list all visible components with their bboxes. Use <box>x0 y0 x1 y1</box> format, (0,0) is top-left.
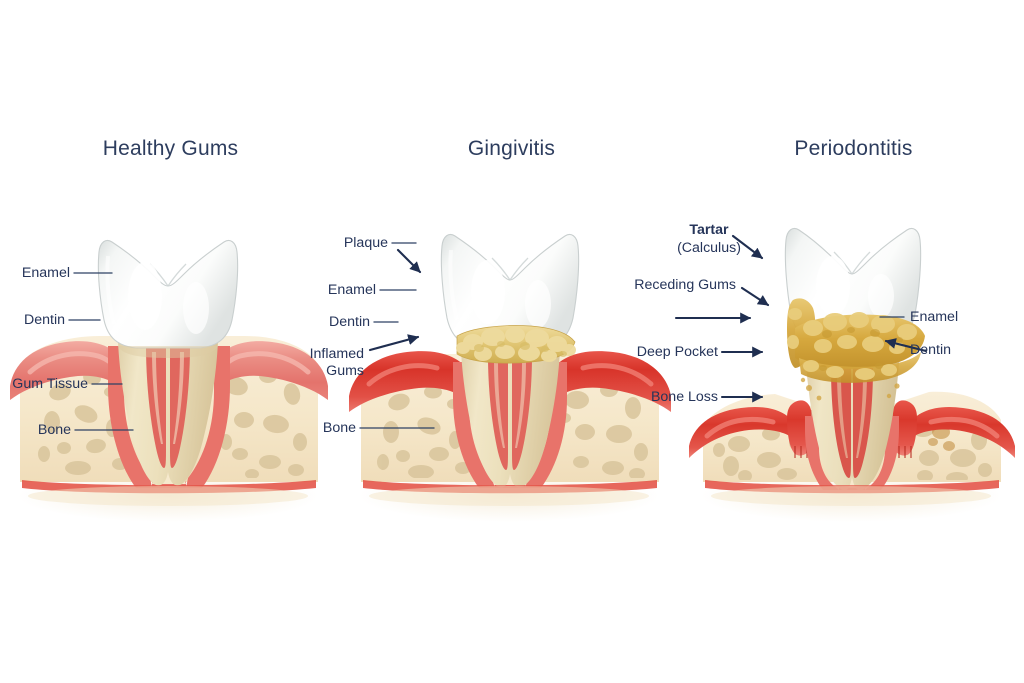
illustration-healthy-tooth <box>0 196 341 536</box>
panel-title-gingivitis: Gingivitis <box>467 137 556 160</box>
panel-healthy-gums: Healthy Gums <box>0 0 341 683</box>
panel-periodontitis: Periodontitis <box>683 0 1024 683</box>
panel-title-healthy: Healthy Gums <box>102 137 239 160</box>
panel-title-periodontitis: Periodontitis <box>794 137 913 160</box>
illustration-periodontitis-tooth <box>683 196 1024 536</box>
illustration-gingivitis-tooth <box>341 196 682 536</box>
panel-gingivitis: Gingivitis <box>341 0 682 683</box>
